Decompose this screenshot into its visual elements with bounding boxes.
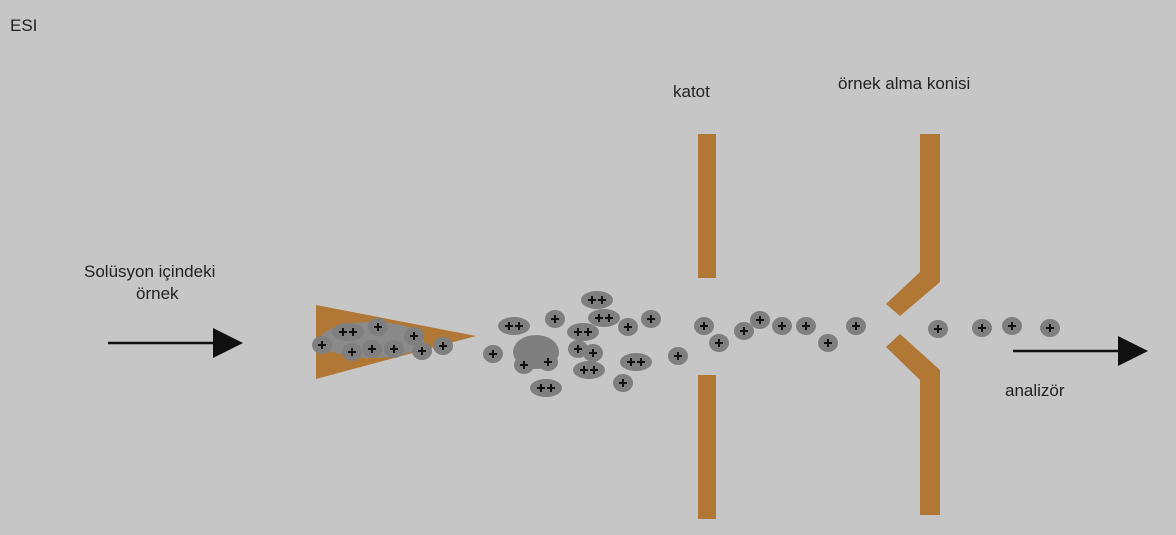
ion-double-charge-icon bbox=[573, 361, 605, 379]
ion-charge-icon bbox=[818, 334, 838, 352]
ion-charge-icon bbox=[545, 310, 565, 328]
ion-charge-icon bbox=[312, 336, 332, 354]
ion-charge-icon bbox=[618, 318, 638, 336]
ion-charge-icon bbox=[384, 340, 404, 358]
ion-charge-icon bbox=[668, 347, 688, 365]
ion-charge-icon bbox=[734, 322, 754, 340]
ion-charge-icon bbox=[750, 311, 770, 329]
ion-double-charge-icon bbox=[530, 379, 562, 397]
sampling-cone-lower bbox=[886, 334, 940, 515]
sample-label-line2: örnek bbox=[136, 284, 179, 303]
ion-charge-icon bbox=[1040, 319, 1060, 337]
cathode-upper-plate bbox=[698, 134, 716, 278]
cathode-lower-plate bbox=[698, 375, 716, 519]
ion-charge-icon bbox=[368, 318, 388, 336]
sampling-cone-upper bbox=[886, 134, 940, 316]
ion-double-charge-icon bbox=[567, 323, 599, 341]
ion-group bbox=[312, 291, 1060, 397]
cone-label: örnek alma konisi bbox=[838, 74, 971, 93]
ion-double-charge-icon bbox=[588, 309, 620, 327]
ion-double-charge-icon bbox=[332, 323, 364, 341]
ion-double-charge-icon bbox=[498, 317, 530, 335]
ion-charge-icon bbox=[846, 317, 866, 335]
ion-charge-icon bbox=[538, 353, 558, 371]
ion-charge-icon bbox=[583, 344, 603, 362]
ion-charge-icon bbox=[709, 334, 729, 352]
ion-charge-icon bbox=[412, 342, 432, 360]
ion-charge-icon bbox=[433, 337, 453, 355]
diagram-title: ESI bbox=[10, 16, 38, 35]
sample-label-line1: Solüsyon içindeki bbox=[84, 262, 216, 281]
ion-charge-icon bbox=[694, 317, 714, 335]
ion-charge-icon bbox=[772, 317, 792, 335]
ion-charge-icon bbox=[613, 374, 633, 392]
ion-charge-icon bbox=[972, 319, 992, 337]
analyzer-label: analizör bbox=[1005, 381, 1065, 400]
ion-charge-icon bbox=[404, 327, 424, 345]
ion-charge-icon bbox=[641, 310, 661, 328]
ion-charge-icon bbox=[568, 340, 588, 358]
ion-charge-icon bbox=[342, 343, 362, 361]
ion-charge-icon bbox=[514, 356, 534, 374]
ion-charge-icon bbox=[362, 340, 382, 358]
ion-charge-icon bbox=[1002, 317, 1022, 335]
ion-charge-icon bbox=[928, 320, 948, 338]
ion-double-charge-icon bbox=[620, 353, 652, 371]
ion-double-charge-icon bbox=[581, 291, 613, 309]
cathode-label: katot bbox=[673, 82, 710, 101]
ion-charge-icon bbox=[796, 317, 816, 335]
ion-charge-icon bbox=[483, 345, 503, 363]
